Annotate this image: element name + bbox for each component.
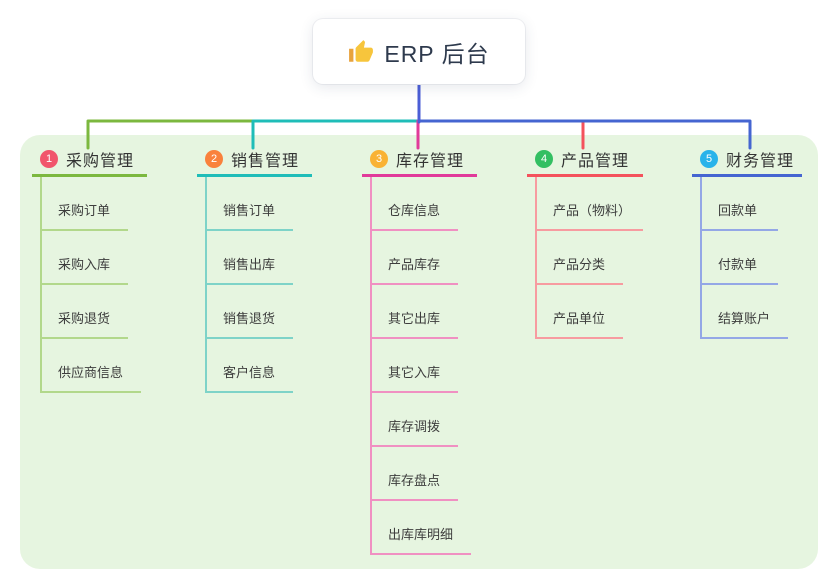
mindmap-item[interactable]: 采购订单 (42, 177, 128, 231)
branch-product-header[interactable]: 4 产品管理 (527, 148, 643, 177)
mindmap-item[interactable]: 客户信息 (207, 339, 293, 393)
branch-label: 产品管理 (561, 153, 630, 170)
mindmap-item[interactable]: 销售出库 (207, 231, 293, 285)
branch-purchase-header[interactable]: 1 采购管理 (32, 148, 147, 177)
branch-purchase-items: 采购订单 采购入库 采购退货 供应商信息 (40, 177, 141, 393)
root-node-label: ERP 后台 (384, 40, 490, 67)
branch-finance-header[interactable]: 5 财务管理 (692, 148, 802, 177)
mindmap-item[interactable]: 销售退货 (207, 285, 293, 339)
mindmap-item[interactable]: 采购退货 (42, 285, 128, 339)
root-node[interactable]: ERP 后台 (313, 19, 525, 84)
branch-label: 库存管理 (396, 153, 465, 170)
mindmap-item[interactable]: 其它入库 (372, 339, 458, 393)
branch-number-badge: 4 (535, 150, 553, 168)
mindmap-item[interactable]: 产品分类 (537, 231, 623, 285)
branch-inventory-header[interactable]: 3 库存管理 (362, 148, 477, 177)
branch-finance-items: 回款单 付款单 结算账户 (700, 177, 788, 339)
branch-label: 采购管理 (66, 153, 135, 170)
mindmap-item[interactable]: 回款单 (702, 177, 778, 231)
branch-number-badge: 3 (370, 150, 388, 168)
mindmap-item[interactable]: 销售订单 (207, 177, 293, 231)
mindmap-item[interactable]: 供应商信息 (42, 339, 141, 393)
branch-label: 销售管理 (231, 153, 300, 170)
mindmap-item[interactable]: 产品（物料） (537, 177, 643, 231)
branch-number-badge: 2 (205, 150, 223, 168)
mindmap-item[interactable]: 其它出库 (372, 285, 458, 339)
mindmap-item[interactable]: 结算账户 (702, 285, 788, 339)
branch-inventory-items: 仓库信息 产品库存 其它出库 其它入库 库存调拨 库存盘点 出库库明细 (370, 177, 471, 555)
branch-number-badge: 1 (40, 150, 58, 168)
branch-sales-items: 销售订单 销售出库 销售退货 客户信息 (205, 177, 293, 393)
mindmap-item[interactable]: 采购入库 (42, 231, 128, 285)
branch-sales-header[interactable]: 2 销售管理 (197, 148, 312, 177)
mindmap-item[interactable]: 付款单 (702, 231, 778, 285)
thumbs-up-icon (348, 39, 374, 65)
mindmap-item[interactable]: 仓库信息 (372, 177, 458, 231)
mindmap-item[interactable]: 产品库存 (372, 231, 458, 285)
mindmap-item[interactable]: 库存盘点 (372, 447, 458, 501)
mindmap-canvas (20, 135, 818, 569)
branch-number-badge: 5 (700, 150, 718, 168)
branch-label: 财务管理 (726, 153, 795, 170)
branch-product-items: 产品（物料） 产品分类 产品单位 (535, 177, 643, 339)
mindmap-item[interactable]: 产品单位 (537, 285, 623, 339)
mindmap-item[interactable]: 出库库明细 (372, 501, 471, 555)
mindmap-item[interactable]: 库存调拨 (372, 393, 458, 447)
